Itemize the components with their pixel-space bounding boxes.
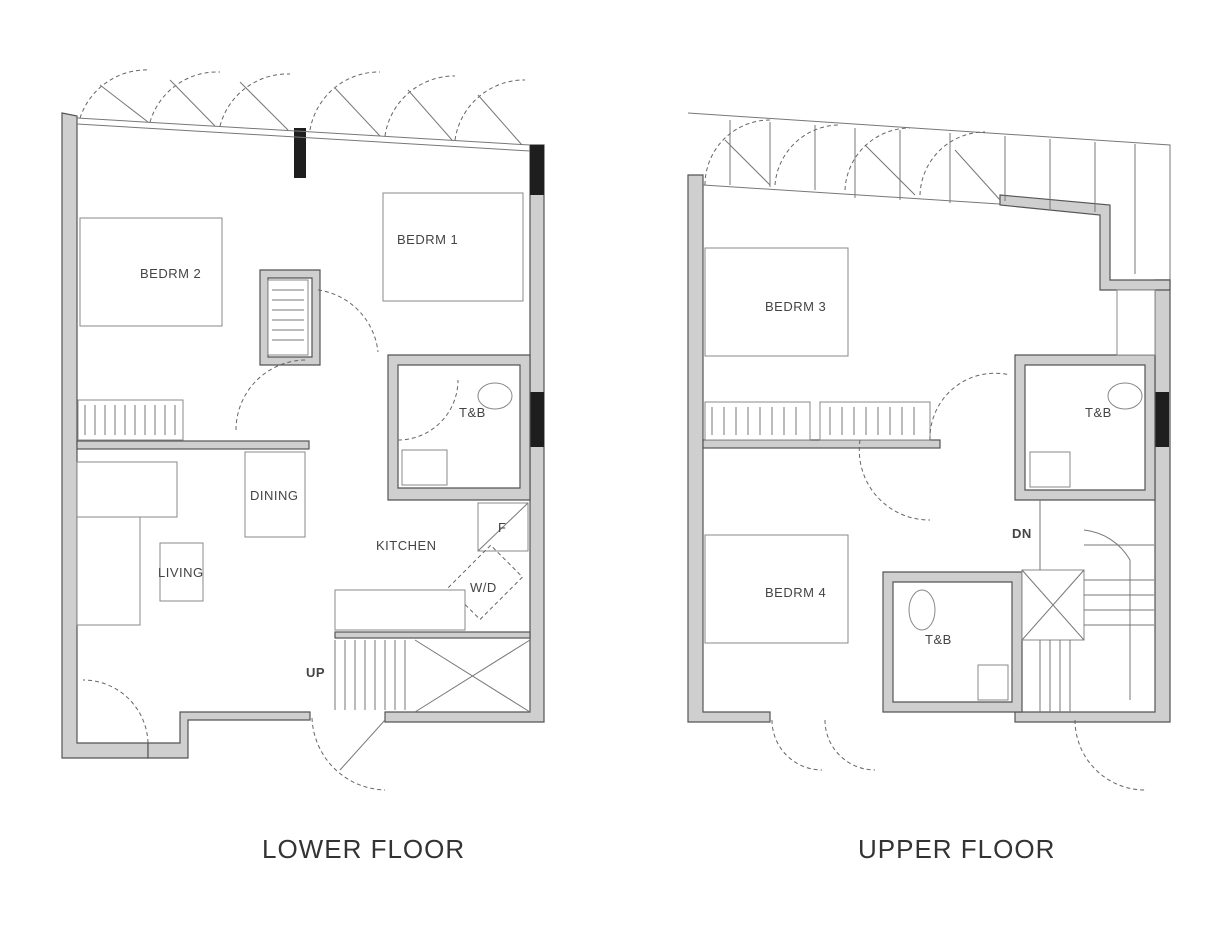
room-label-bedroom3: BEDRM 3 <box>765 299 826 314</box>
room-label-dining: DINING <box>250 488 299 503</box>
upper-balcony <box>687 112 1171 280</box>
lower-folding-doors <box>79 69 526 146</box>
lower-bottom-wall <box>147 711 311 759</box>
stair-wall <box>334 631 531 639</box>
wardrobe <box>77 399 184 441</box>
door-swing <box>858 439 931 521</box>
lower-glazing <box>76 123 531 152</box>
room-label-living: LIVING <box>158 565 204 580</box>
entry-door-swing <box>82 679 149 744</box>
room-label-bedroom1: BEDRM 1 <box>397 232 458 247</box>
upper-exterior-wall <box>687 174 771 723</box>
stair-void <box>414 639 531 713</box>
door-swing <box>397 379 459 441</box>
upper-column <box>1155 392 1169 447</box>
wardrobe <box>267 279 309 356</box>
upper-partition <box>702 439 941 449</box>
door-swing <box>1074 719 1146 791</box>
upper-bathroom2-wall <box>882 571 1023 713</box>
basin <box>977 664 1009 701</box>
lower-floor-plan: BEDRM 2 BEDRM 1 DINING KITCHEN LIVING W/… <box>61 69 545 864</box>
bed <box>382 192 524 302</box>
basin <box>401 449 448 486</box>
upper-folding-doors <box>704 119 1001 201</box>
stairs <box>1039 500 1154 712</box>
wardrobe <box>704 401 811 441</box>
lower-partition <box>76 440 310 450</box>
toilet <box>908 589 936 631</box>
wardrobe <box>819 401 931 441</box>
lower-bathroom-wall <box>387 354 531 501</box>
door-swing <box>235 359 307 431</box>
coffee-table <box>159 542 204 602</box>
balcony-screens <box>729 120 1136 274</box>
sofa <box>76 461 178 518</box>
lower-floor-title: LOWER FLOOR <box>262 834 465 864</box>
washer-dryer <box>447 544 524 621</box>
bed <box>704 247 849 357</box>
room-label-tb: T&B <box>1085 405 1112 420</box>
stair-label-up: UP <box>306 665 325 680</box>
toilet <box>477 382 513 410</box>
wardrobe <box>1116 289 1156 356</box>
bed <box>79 217 223 327</box>
lower-column <box>530 392 544 447</box>
lower-column <box>294 128 306 178</box>
door-swing <box>311 717 386 791</box>
dining-table <box>244 451 306 538</box>
upper-planter-wall <box>999 194 1171 291</box>
room-label-kitchen: KITCHEN <box>376 538 437 553</box>
door-swing <box>929 372 1011 441</box>
toilet <box>1107 382 1143 410</box>
room-label-bedroom4: BEDRM 4 <box>765 585 826 600</box>
bed <box>704 534 849 644</box>
room-label-tb: T&B <box>925 632 952 647</box>
stairs <box>334 640 406 710</box>
lower-column <box>530 145 544 195</box>
upper-floor-title: UPPER FLOOR <box>858 834 1055 864</box>
stair-label-dn: DN <box>1012 526 1032 541</box>
door-swing <box>771 719 823 771</box>
room-label-fridge: F <box>498 520 506 535</box>
door-swing <box>824 719 876 771</box>
stairs-curve <box>1083 529 1131 700</box>
upper-bathroom1-wall <box>1014 354 1156 501</box>
room-label-tb: T&B <box>459 405 486 420</box>
room-label-bedroom2: BEDRM 2 <box>140 266 201 281</box>
room-label-wd: W/D <box>470 580 497 595</box>
door-swing <box>317 289 379 353</box>
sofa <box>76 516 141 626</box>
lower-glazing <box>76 117 531 146</box>
kitchen-counter <box>334 589 466 631</box>
basin <box>1029 451 1071 488</box>
upper-floor-plan: BEDRM 3 BEDRM 4 T&B T&B DN UPPER FLOOR <box>687 112 1171 864</box>
